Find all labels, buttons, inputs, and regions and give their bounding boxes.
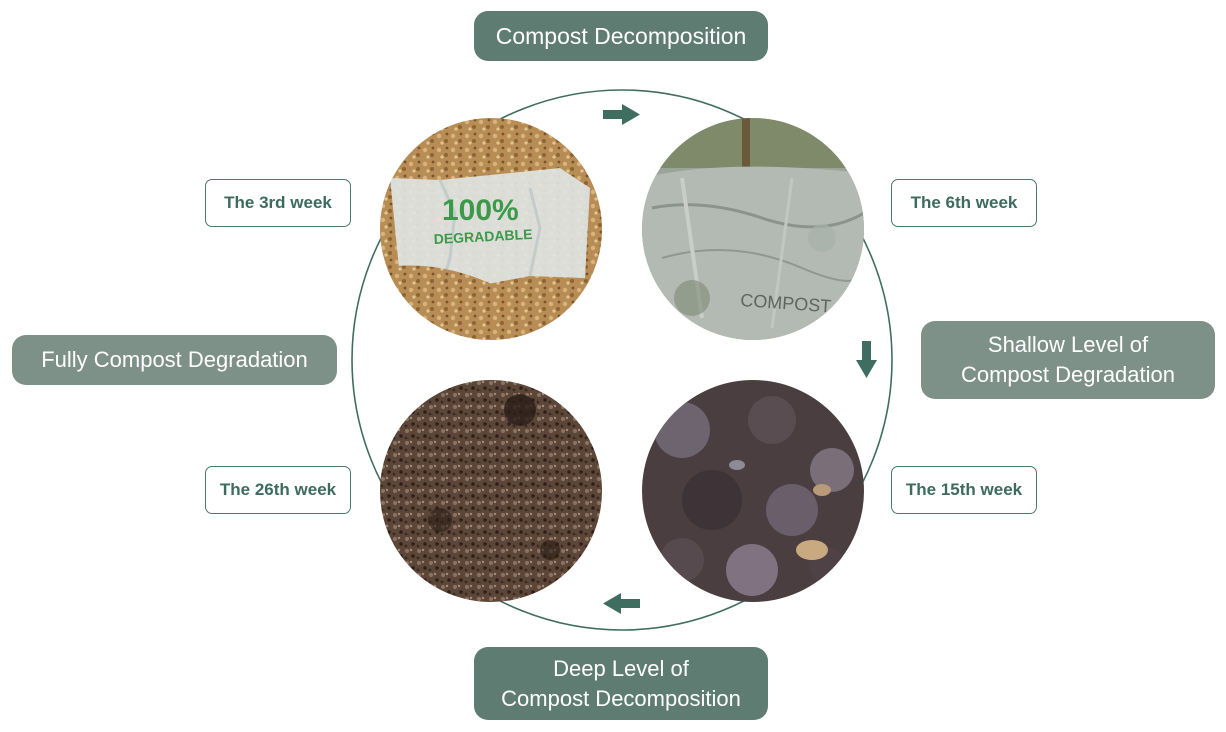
week-3-text: The 3rd week	[224, 193, 332, 212]
stage-shallow-degradation: Shallow Level of Compost Degradation	[921, 321, 1215, 399]
week-label-6: The 6th week	[891, 179, 1037, 227]
stage-right-line2: Compost Degradation	[960, 362, 1175, 387]
stage-bottom-line1: Deep Level of	[553, 655, 689, 681]
arrow-down-icon	[856, 341, 877, 378]
week-label-26: The 26th week	[205, 466, 351, 514]
bag-text-percent: 100%	[442, 194, 519, 227]
photo-week-3: 100% DEGRADABLE	[380, 118, 602, 340]
arrow-left-icon	[603, 593, 640, 614]
arrow-right-icon	[603, 104, 640, 125]
photo-week-15	[642, 380, 864, 602]
week-26-text: The 26th week	[219, 480, 337, 499]
week-6-text: The 6th week	[910, 193, 1018, 212]
week-15-text: The 15th week	[905, 480, 1023, 499]
week-label-15: The 15th week	[891, 466, 1037, 514]
stage-bottom-line2: Compost Decomposition	[501, 685, 741, 711]
stage-right-line1: Shallow Level of	[987, 332, 1149, 357]
photo-week-6: COMPOST	[642, 118, 864, 340]
week-label-3: The 3rd week	[205, 179, 351, 227]
bag-text-degradable: DEGRADABLE	[433, 226, 532, 247]
stage-top-text: Compost Decomposition	[495, 23, 747, 49]
stage-compost-decomposition: Compost Decomposition	[474, 11, 768, 61]
stage-left-text: Fully Compost Degradation	[41, 347, 308, 372]
photo-week-26	[380, 380, 602, 602]
stage-deep-decomposition: Deep Level of Compost Decomposition	[474, 647, 768, 720]
stage-fully-degradation: Fully Compost Degradation	[12, 335, 337, 385]
